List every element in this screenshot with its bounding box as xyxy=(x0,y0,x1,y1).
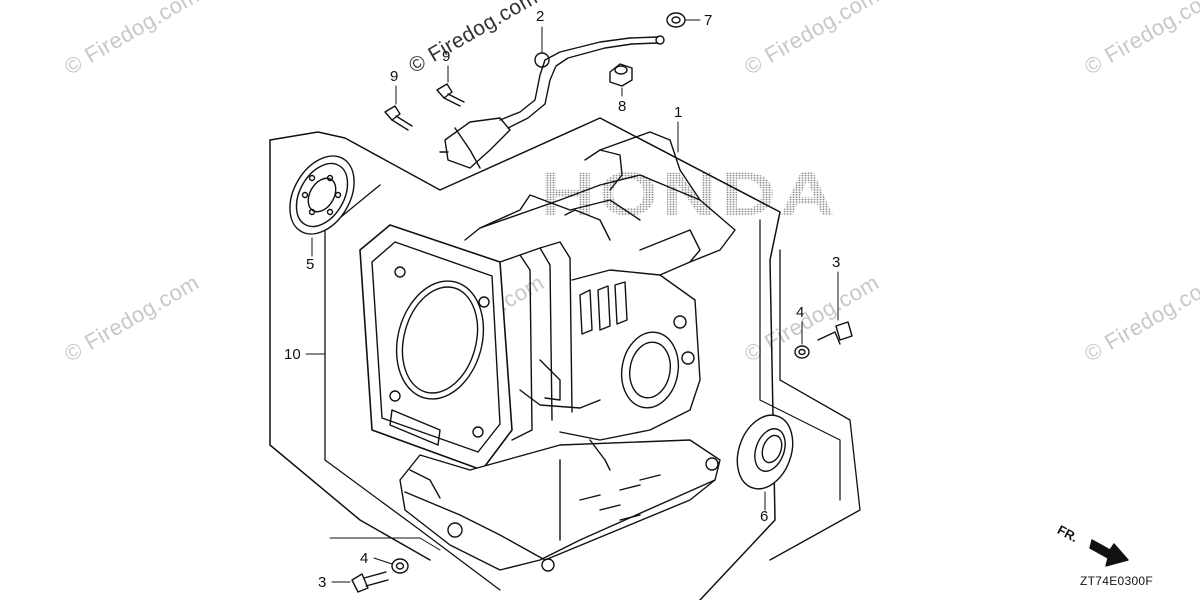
leader-4b xyxy=(373,557,393,565)
callout-1: 1 xyxy=(674,104,683,121)
callout-6: 6 xyxy=(760,508,769,525)
callout-8: 8 xyxy=(618,98,627,115)
callout-5: 5 xyxy=(306,256,315,273)
oil-seal-left-icon xyxy=(289,155,355,235)
front-direction-arrow-icon xyxy=(1089,539,1129,567)
assembly-outline-right-inner xyxy=(759,219,841,501)
diagram-code: ZT74E0300F xyxy=(1080,574,1154,588)
callout-10: 10 xyxy=(284,346,301,363)
oil-seal-right-icon xyxy=(736,414,794,490)
assembly-outline-inner xyxy=(324,184,501,591)
bolt-icon xyxy=(436,83,465,107)
callout-4-right: 4 xyxy=(796,304,805,321)
assembly-outline-left xyxy=(269,139,431,561)
bolt-icon xyxy=(817,321,853,345)
callout-4-bottom: 4 xyxy=(360,550,369,567)
washer-icon xyxy=(666,12,686,28)
washer-icon xyxy=(794,345,810,359)
callout-3-bottom: 3 xyxy=(318,574,327,591)
callout-2: 2 xyxy=(536,8,545,25)
callout-9-right: 9 xyxy=(442,48,451,65)
callout-9-left: 9 xyxy=(390,68,399,85)
washer-icon xyxy=(391,558,409,574)
breather-tube-icon xyxy=(439,35,665,169)
callout-3-right: 3 xyxy=(832,254,841,271)
bolt-icon xyxy=(351,571,389,593)
nut-icon xyxy=(609,63,633,87)
bolt-icon xyxy=(384,105,413,131)
cylinder-block-icon xyxy=(359,131,736,572)
leader-base xyxy=(329,537,441,551)
callout-7: 7 xyxy=(704,12,713,29)
assembly-outline-right-bracket xyxy=(769,249,861,561)
